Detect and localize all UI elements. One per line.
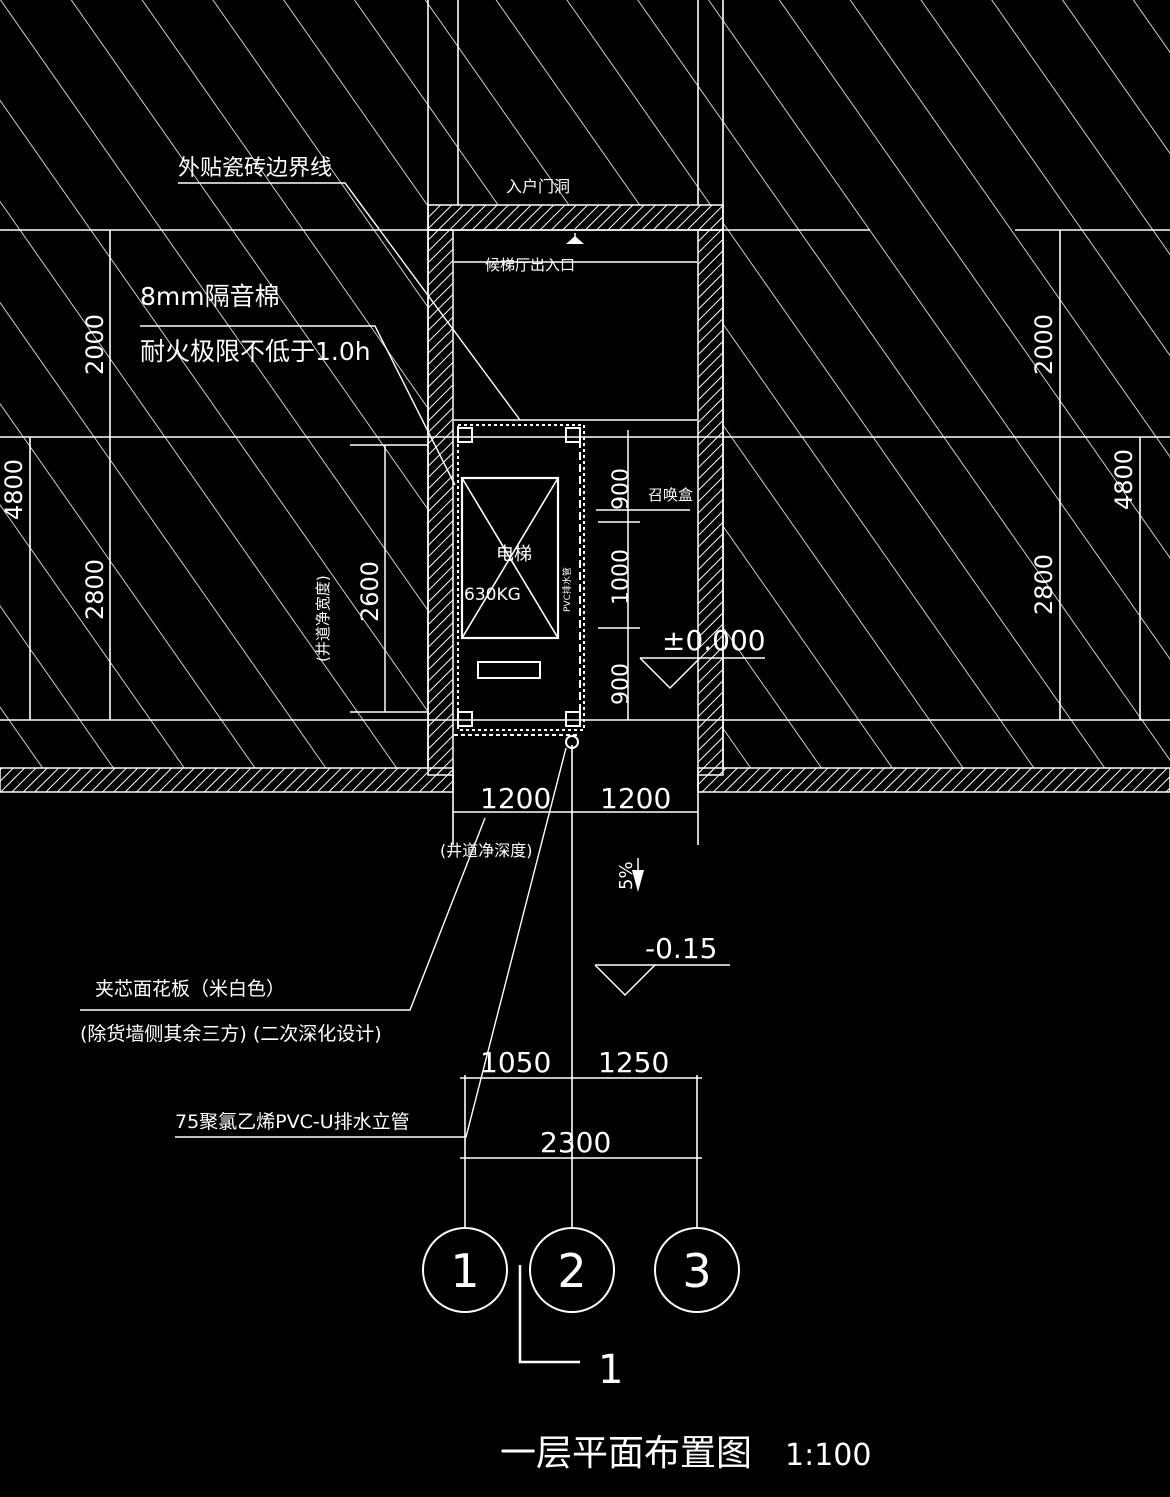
dim-right-total: 4800	[1110, 449, 1138, 510]
shaft-depth-label: (井道净深度)	[440, 841, 533, 860]
dim-right-lower: 2800	[1030, 554, 1058, 615]
wall-band-top	[427, 204, 724, 231]
entrance-label: 入户门洞	[506, 177, 570, 196]
wall-band-bottom-right	[697, 767, 1170, 793]
dim-door-top: 900	[609, 468, 634, 510]
axis-2-label: 2	[557, 1244, 586, 1298]
dim-left-upper: 2000	[81, 314, 109, 375]
slope-label: 5%	[616, 861, 637, 890]
car-capacity: 630KG	[464, 585, 521, 605]
side-label: PVC排水管	[561, 567, 573, 612]
dim-axis-1-2: 1050	[480, 1046, 551, 1079]
panel-note-1: 夹芯面花板（米白色）	[95, 978, 285, 1000]
pipe-note: 75聚氯乙烯PVC-U排水立管	[175, 1111, 410, 1133]
level-outside: -0.15	[645, 932, 717, 965]
hatched-walls	[0, 0, 1170, 768]
acoustic-label-1: 8mm隔音棉	[140, 282, 280, 311]
drawing-scale: 1:100	[785, 1438, 871, 1473]
axis-1-label: 1	[450, 1244, 479, 1298]
guide-rail-tl	[457, 427, 473, 443]
dim-axis-2-3: 1250	[598, 1046, 669, 1079]
wall-band-right	[697, 229, 724, 776]
axis-bubbles: 1 2 3	[422, 1227, 740, 1313]
landing-label: 候梯厅出入口	[485, 256, 575, 274]
hatch-top-right	[723, 0, 1170, 768]
wall-band-bottom-left	[0, 767, 454, 793]
guide-rail-tr	[565, 427, 581, 443]
tile-boundary-label: 外贴瓷砖边界线	[178, 156, 332, 181]
call-panel-label: 召唤盒	[648, 486, 693, 504]
dim-shaft-width: 2600	[356, 561, 384, 622]
shaft-width-label: (井道净宽度)	[314, 575, 332, 662]
dim-right-upper: 2000	[1030, 314, 1058, 375]
axis-3-label: 3	[682, 1244, 711, 1298]
left-dimensions: 2000 4800 2800 2600 (井道净宽度)	[0, 314, 428, 713]
axis-3-bubble	[654, 1227, 740, 1313]
right-dimensions: 2000 4800 2800	[1030, 314, 1138, 615]
dim-door-bottom: 900	[609, 663, 634, 705]
door-dimensions: 900 1000 900 召唤盒 ±0.000	[596, 430, 766, 720]
section-number: 1	[598, 1347, 623, 1393]
dim-pit-right: 1200	[600, 782, 671, 815]
acoustic-label-2: 耐火极限不低于1.0h	[140, 337, 371, 366]
axis-1-bubble	[422, 1227, 508, 1313]
lower-dimensions: 1200 1200 (井道净深度) 5% -0.15 1050 1250 230…	[440, 745, 730, 1228]
dim-door-mid: 1000	[609, 549, 634, 605]
car-label: 电梯	[496, 544, 532, 565]
level-floor: ±0.000	[662, 624, 766, 657]
section-mark: 1	[518, 1265, 623, 1393]
drawing-title: 一层平面布置图	[500, 1433, 752, 1474]
counterweight	[477, 661, 541, 679]
car-inner	[460, 476, 560, 640]
panel-note-2: (除货墙侧其余三方) (二次深化设计)	[80, 1023, 382, 1045]
slope-arrow	[632, 870, 644, 892]
dim-left-lower: 2800	[81, 559, 109, 620]
entry-arrow	[566, 236, 584, 244]
car-outline	[457, 424, 585, 731]
guide-rail-bl	[457, 711, 473, 727]
dim-axis-total: 2300	[540, 1126, 611, 1159]
dim-pit-left: 1200	[480, 782, 551, 815]
axis-2-bubble	[529, 1227, 615, 1313]
dim-left-total: 4800	[0, 459, 28, 520]
hatch-top-mid	[428, 0, 723, 205]
hatch-top-left	[0, 0, 428, 768]
